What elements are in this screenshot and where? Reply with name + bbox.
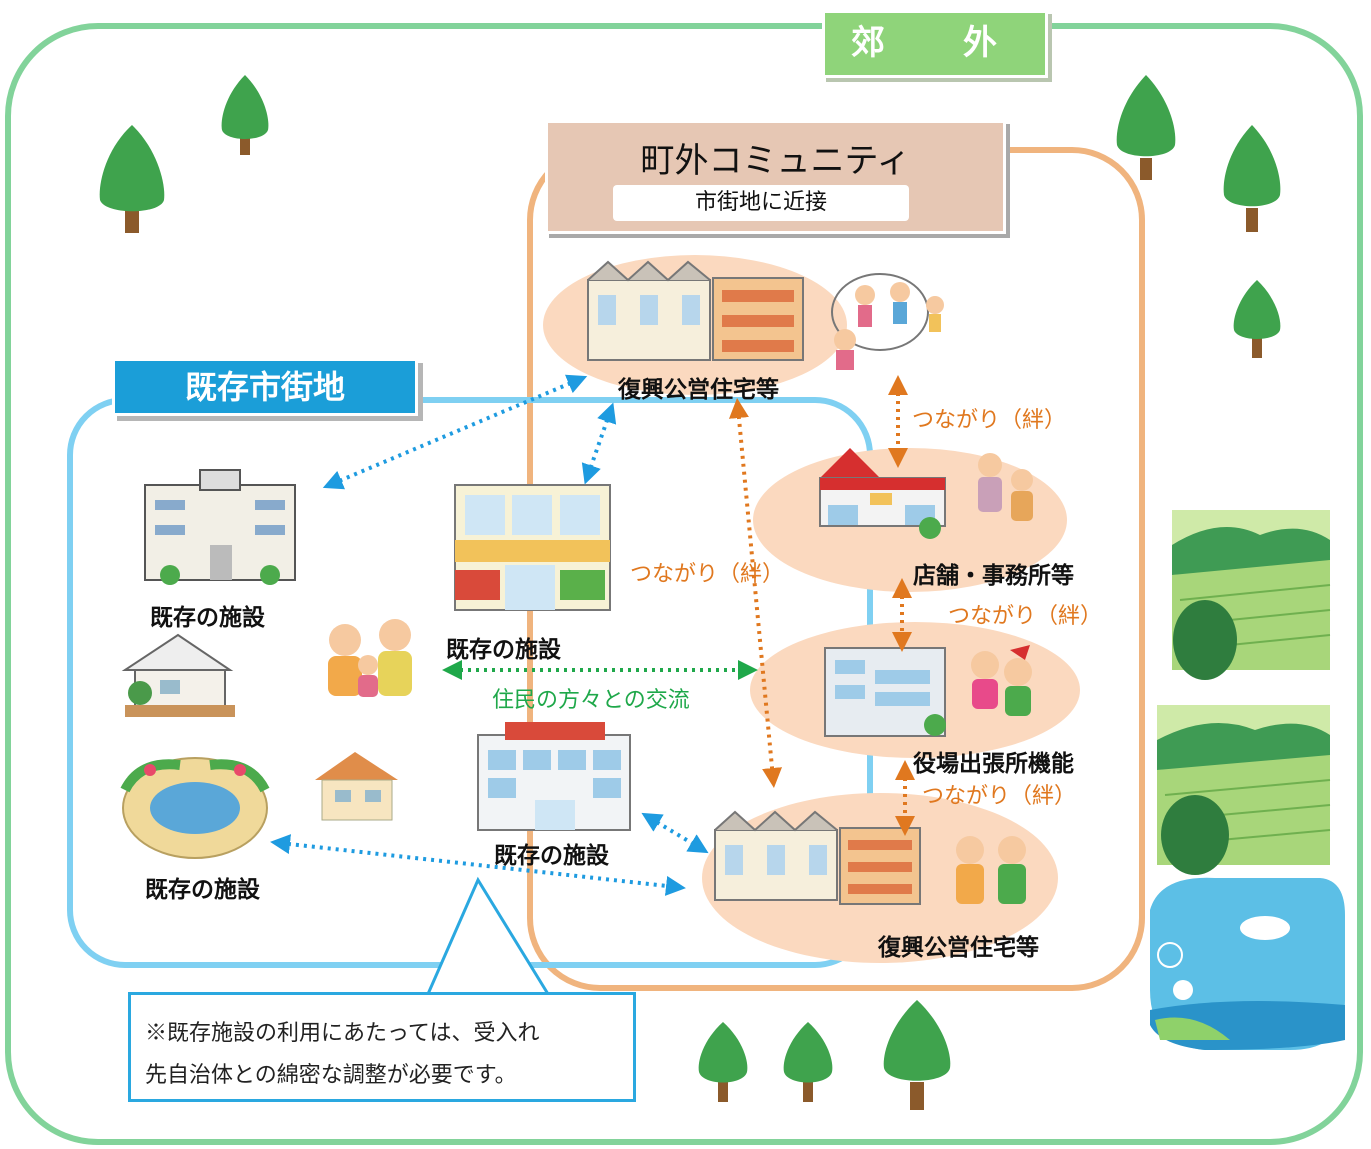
community-title: 町外コミュニティ xyxy=(640,141,911,181)
label-shops-offices: 店舗・事務所等 xyxy=(913,562,1074,589)
kids-icon xyxy=(971,645,1032,716)
community-banner: 町外コミュニティ 市街地に近接 xyxy=(545,120,1006,234)
label-facility-park: 既存の施設 xyxy=(145,876,260,903)
supermarket-icon xyxy=(454,484,611,611)
tree-icon xyxy=(99,125,165,233)
apartment-icon xyxy=(587,260,804,361)
apartment-icon xyxy=(714,810,921,905)
suburb-banner: 郊 外 xyxy=(822,10,1048,78)
tree-icon xyxy=(221,75,269,155)
label-exchange: 住民の方々との交流 xyxy=(492,688,690,713)
children-playing-icon xyxy=(831,273,944,370)
landscape-field-icon xyxy=(1157,705,1331,875)
small-house-icon xyxy=(315,752,398,821)
existing-city-banner: 既存市街地 xyxy=(112,358,418,416)
tree-icon xyxy=(1116,75,1176,180)
note-line-2: 先自治体との綿密な調整が必要です。 xyxy=(145,1063,517,1088)
tree-icon xyxy=(883,1000,951,1110)
landscape-field-icon xyxy=(1172,510,1331,680)
label-bond-2: つながり（絆） xyxy=(630,562,785,587)
label-facility-supermarket: 既存の施設 xyxy=(446,636,561,663)
arrow-housing-to-supermarket xyxy=(581,402,617,485)
suburb-border xyxy=(5,23,1363,1145)
office-building-icon xyxy=(824,647,946,737)
note-pointer xyxy=(426,876,550,995)
tree-icon xyxy=(1223,125,1281,232)
hospital-icon xyxy=(477,722,631,831)
note-box: ※既存施設の利用にあたっては、受入れ 先自治体との綿密な調整が必要です。 xyxy=(128,992,636,1102)
arrow-bond-vertical-long xyxy=(728,398,783,788)
label-facility-school: 既存の施設 xyxy=(150,604,265,631)
park-fountain-icon xyxy=(120,757,270,859)
note-line-1: ※既存施設の利用にあたっては、受入れ xyxy=(145,1021,540,1046)
label-bond-4: つながり（絆） xyxy=(922,784,1077,809)
community-subtitle: 市街地に近接 xyxy=(613,185,909,221)
school-building-icon xyxy=(144,469,296,585)
store-building-icon xyxy=(819,448,946,539)
label-facility-hospital: 既存の施設 xyxy=(494,842,609,869)
label-branch-office: 役場出張所機能 xyxy=(913,750,1074,777)
elderly-people-icon xyxy=(978,453,1033,521)
sky-pond-icon xyxy=(1150,877,1345,1050)
tree-icon xyxy=(1233,280,1281,358)
arrow-park-to-housing xyxy=(270,834,686,896)
couple-icon xyxy=(956,836,1026,904)
label-bond-1: つながり（絆） xyxy=(912,408,1067,433)
tree-icon xyxy=(783,1022,833,1102)
house-icon xyxy=(121,633,235,717)
label-public-housing-top: 復興公営住宅等 xyxy=(618,376,779,403)
label-public-housing-bottom: 復興公営住宅等 xyxy=(878,934,1039,961)
tree-icon xyxy=(698,1022,748,1102)
arrow-hospital-to-housing xyxy=(641,812,709,854)
label-bond-3: つながり（絆） xyxy=(948,604,1103,629)
family-icon xyxy=(328,619,412,697)
